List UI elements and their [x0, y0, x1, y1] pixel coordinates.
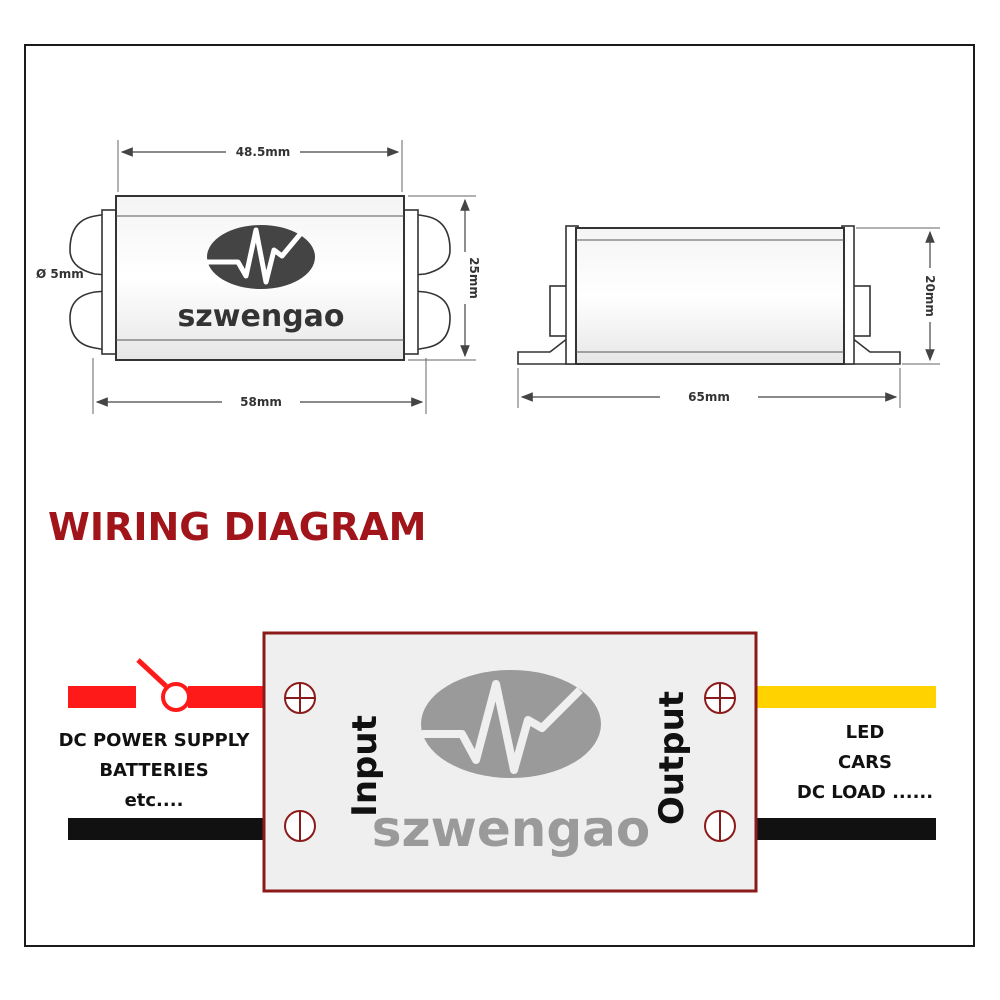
logo-wave-icon	[421, 670, 601, 778]
screw-terminal-icon	[284, 810, 316, 842]
dim-hole-diameter: Ø 5mm	[36, 267, 84, 281]
input-positive-wire-left	[68, 686, 136, 708]
module-brand-text: szwengao	[372, 800, 650, 858]
dim-bottom-width: 58mm	[240, 395, 282, 409]
dim-height-side: 20mm	[923, 275, 937, 317]
front-view-drawing: szwengao 48.5mm 58mm 25mm Ø 5mm	[36, 140, 481, 414]
wiring-module: szwengao Input Output	[262, 631, 758, 893]
screw-terminal-icon	[284, 682, 316, 714]
source-line-2: BATTERIES	[99, 760, 208, 781]
screw-terminal-icon	[704, 682, 736, 714]
screw-terminal-icon	[704, 810, 736, 842]
input-label: Input	[345, 715, 385, 817]
load-line-3: DC LOAD ......	[797, 782, 933, 803]
logo-wave-icon	[207, 225, 315, 289]
diagram-frame	[24, 44, 975, 947]
input-negative-wire	[68, 818, 266, 840]
output-negative-wire	[756, 818, 936, 840]
dim-height-front: 25mm	[467, 257, 481, 299]
wiring-diagram-title: WIRING DIAGRAM	[48, 505, 426, 549]
dim-side-length: 65mm	[688, 390, 730, 404]
wiring-lines	[68, 658, 936, 840]
output-positive-wire	[756, 686, 936, 708]
load-line-1: LED	[846, 722, 885, 743]
input-positive-wire-right	[188, 686, 266, 708]
switch-icon	[136, 658, 191, 712]
module-body-side	[575, 227, 845, 365]
source-line-3: etc....	[125, 790, 184, 811]
dim-top-width: 48.5mm	[236, 145, 291, 159]
source-line-1: DC POWER SUPPLY	[59, 730, 251, 751]
load-line-2: CARS	[838, 752, 892, 773]
front-brand-text: szwengao	[177, 299, 344, 334]
side-view-drawing: 20mm 65mm	[517, 225, 940, 408]
output-label: Output	[652, 691, 692, 825]
